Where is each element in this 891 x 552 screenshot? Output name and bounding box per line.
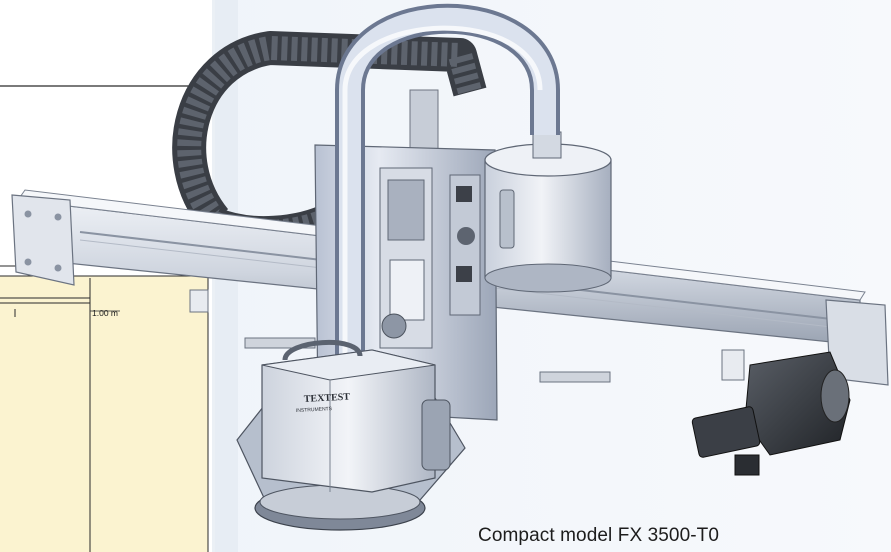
technical-drawing: 1.00 m [0,85,215,552]
brand-label-line1: TEXTEST [304,392,351,405]
brand-label-line2: INSTRUMENTS [296,406,333,414]
dimension-label: 1.00 m [92,308,118,318]
drawing-yellow-area [0,276,208,552]
servo-motor [691,351,851,476]
test-head: TEXTEST INSTRUMENTS [236,339,466,531]
product-caption: Compact model FX 3500-T0 [478,525,720,546]
air-hose [335,3,560,420]
pressure-cylinder [484,131,612,293]
